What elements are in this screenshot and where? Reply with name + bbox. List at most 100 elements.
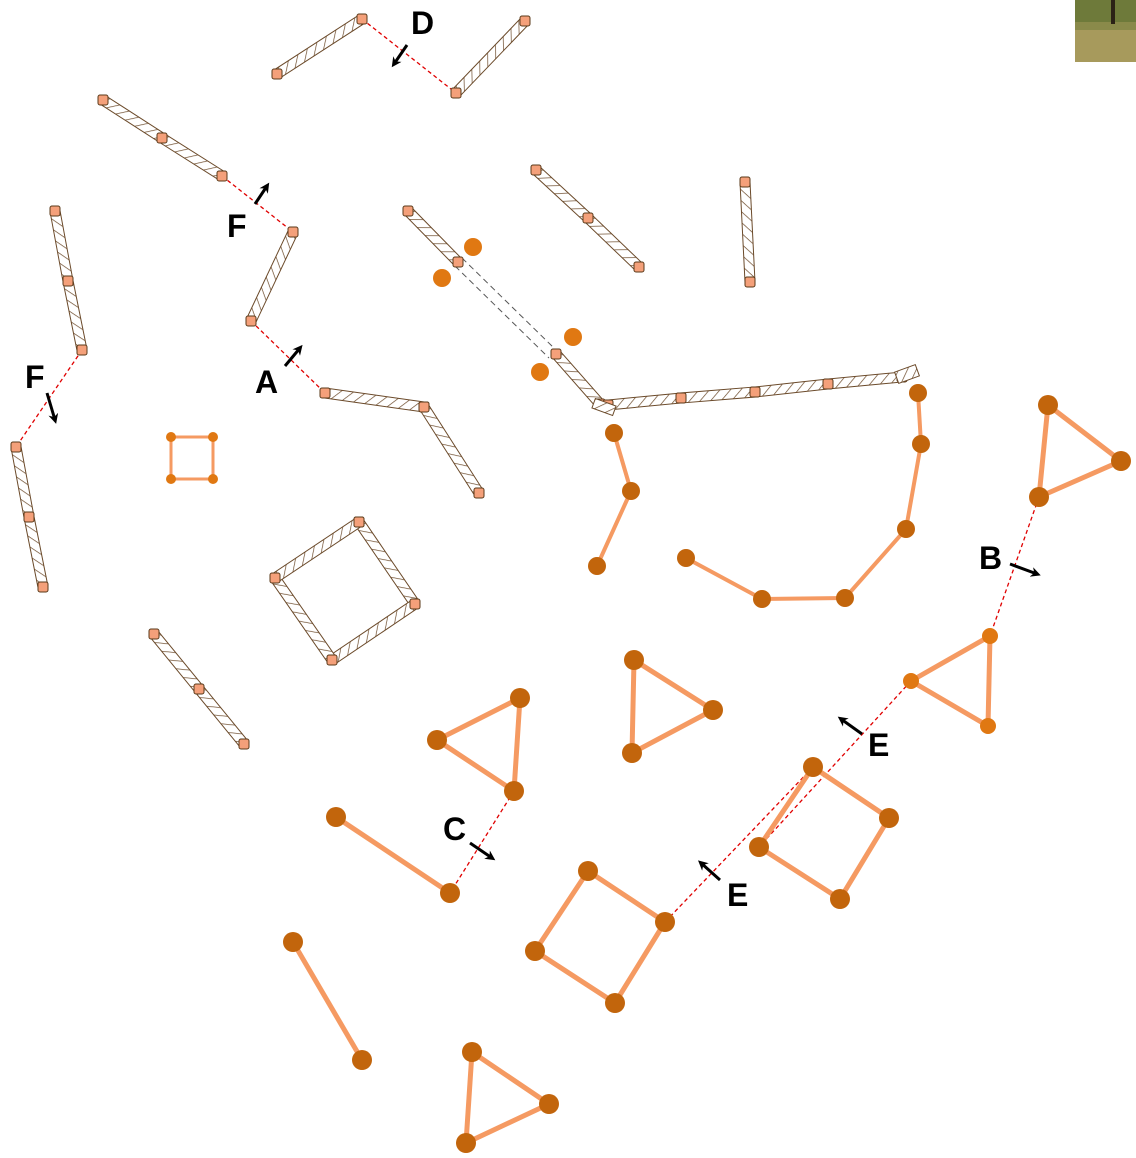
orange-node (749, 837, 769, 857)
square-node (327, 655, 337, 665)
square-node (149, 629, 159, 639)
orange-node (510, 688, 530, 708)
orange-node (897, 520, 915, 538)
hatched-segment (329, 600, 418, 664)
square-node (403, 206, 413, 216)
orange-dot (564, 328, 582, 346)
orange-node (677, 549, 695, 567)
guide-lines (455, 258, 556, 358)
square-node (520, 16, 530, 26)
hatched-segment (159, 134, 224, 180)
orange-node (753, 590, 771, 608)
square-node (354, 517, 364, 527)
hatched-segment (324, 388, 424, 412)
square-node (453, 257, 463, 267)
hatched-segment (533, 166, 592, 221)
orange-node (525, 941, 545, 961)
orange-node (912, 435, 930, 453)
hatched-segment (608, 393, 682, 410)
label-e-upper: E (868, 727, 889, 763)
arrow-f-top (255, 186, 267, 204)
square-node (740, 177, 750, 187)
square-node (410, 599, 420, 609)
square-node (98, 95, 108, 105)
square-node (50, 206, 60, 216)
orange-node (539, 1094, 559, 1114)
hatched-segment (681, 387, 756, 403)
arrow-b (1010, 564, 1037, 574)
orange-node (605, 424, 623, 442)
orange-edge (466, 1052, 549, 1143)
orange-node (622, 482, 640, 500)
orange-edge (686, 393, 921, 599)
orange-node (166, 432, 176, 442)
orange-node (982, 628, 998, 644)
orange-node (624, 650, 644, 670)
orange-node (1111, 451, 1131, 471)
hatched-segment (404, 207, 461, 265)
arrow-e-upper (841, 719, 862, 734)
hatched-segment (24, 516, 48, 588)
orange-node (803, 757, 823, 777)
square-node (320, 388, 330, 398)
hatched-segment (246, 230, 297, 323)
orange-dot (531, 363, 549, 381)
square-node (583, 213, 593, 223)
orange-node (208, 432, 218, 442)
orange-node (836, 589, 854, 607)
orange-dot (464, 238, 482, 256)
orange-node (830, 889, 850, 909)
hatched-segment (420, 404, 483, 495)
orange-node (622, 743, 642, 763)
orange-node (903, 673, 919, 689)
hatched-segment (585, 214, 643, 270)
hatched-segments (11, 14, 919, 749)
square-node (451, 88, 461, 98)
square-node (551, 349, 561, 359)
orange-node (588, 557, 606, 575)
hatched-segment (272, 518, 362, 582)
square-node (288, 227, 298, 237)
square-node (357, 14, 367, 24)
hatched-segment (150, 631, 203, 692)
orange-edge (336, 817, 450, 893)
orange-node (208, 474, 218, 484)
orange-node (1029, 487, 1049, 507)
arrow-d (394, 45, 407, 64)
label-f-left: F (25, 359, 45, 395)
orange-edge (171, 437, 213, 479)
square-node (745, 277, 755, 287)
hatched-cap (895, 365, 920, 384)
hatched-segment (828, 372, 903, 389)
square-node (531, 165, 541, 175)
orange-node (655, 912, 675, 932)
orange-node (352, 1050, 372, 1070)
square-node (676, 393, 686, 403)
hatched-segment (11, 446, 34, 518)
square-node (750, 387, 760, 397)
orange-node (462, 1042, 482, 1062)
connector-d (362, 19, 456, 93)
orange-node (879, 808, 899, 828)
square-node (246, 316, 256, 326)
square-node (157, 133, 167, 143)
hatched-segment (63, 280, 87, 351)
hatched-segment (274, 15, 364, 78)
square-node (38, 582, 48, 592)
square-node (272, 69, 282, 79)
square-node (474, 488, 484, 498)
orange-dot (433, 269, 451, 287)
label-b: B (979, 540, 1002, 576)
hatched-segment (452, 18, 528, 97)
orange-node (703, 700, 723, 720)
hatched-segment (50, 210, 73, 282)
hatched-segment (100, 96, 164, 142)
label-f-top: F (227, 208, 247, 244)
square-node (194, 684, 204, 694)
arrow-c (470, 843, 492, 858)
orange-node (166, 474, 176, 484)
square-node (419, 402, 429, 412)
orange-edge (911, 636, 990, 726)
orange-node (504, 781, 524, 801)
